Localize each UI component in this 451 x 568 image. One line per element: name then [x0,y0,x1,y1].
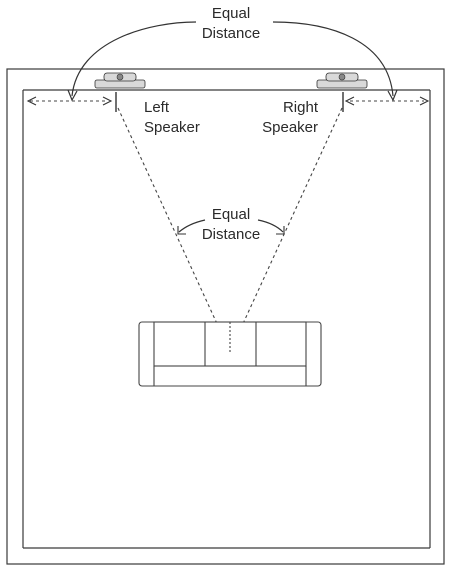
room-outline [6,68,445,565]
top-distance-label-line1: Equal [212,5,250,22]
right-wall-arrow-in [344,96,355,106]
top-arc-right [272,21,394,97]
right-speaker-label-line2: Speaker [262,119,318,136]
top-arc-right-arrow [387,89,398,102]
left-speaker-icon [94,72,146,89]
top-distance-label-line2: Distance [202,25,260,42]
center-arc-right [257,219,284,233]
center-arc-left-arrow [177,226,186,235]
center-distance-label-line1: Equal [212,206,250,223]
left-wall-arrow-out [26,96,37,106]
left-speaker-to-listener-line [117,107,231,353]
right-speaker-icon [316,72,368,89]
left-speaker-label-line1: Left [144,99,170,116]
right-speaker-to-listener-line [229,107,343,353]
center-arc-right-arrow [276,226,285,235]
top-arc-left [71,21,197,97]
left-speaker-label-line2: Speaker [144,119,200,136]
top-arc-left-arrow [67,89,78,102]
right-wall-arrow-out [419,96,430,106]
left-wall-arrow-in [102,96,113,106]
center-arc-left [178,219,206,233]
center-distance-label-line2: Distance [202,226,260,243]
right-speaker-label-line1: Right [283,99,319,116]
